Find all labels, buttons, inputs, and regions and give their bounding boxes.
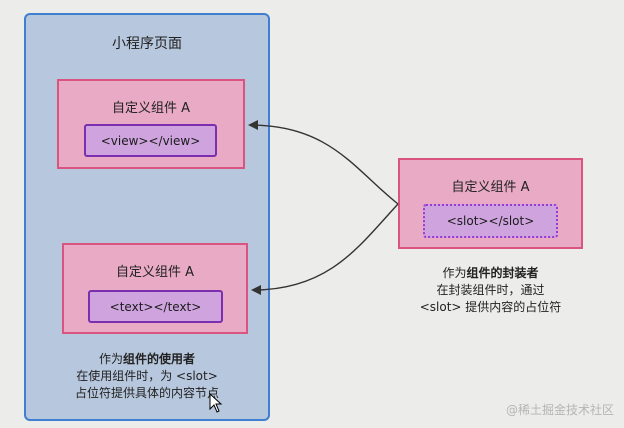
text-node-label: <text></text> <box>109 299 202 314</box>
caption-wrapper-line1: 作为组件的封装者 <box>442 266 539 280</box>
text-node-box: <text></text> <box>88 290 223 323</box>
view-node-label: <view></view> <box>100 133 201 148</box>
custom-component-bottom: 自定义组件 A <text></text> <box>62 243 248 334</box>
mouse-cursor-icon <box>209 393 223 413</box>
caption-wrapper-line2: 在封装组件时，通过 <box>436 283 545 297</box>
slot-node-box: <slot></slot> <box>423 204 558 238</box>
watermark: @稀土掘金技术社区 <box>505 403 614 417</box>
caption-user-line3: 占位符提供具体的内容节点 <box>74 386 219 400</box>
view-node-box: <view></view> <box>84 124 217 157</box>
arrow-to-bottom-component <box>251 203 399 295</box>
custom-component-slot: 自定义组件 A <slot></slot> <box>398 158 583 249</box>
arrow-to-top-component <box>248 120 399 205</box>
slot-node-label: <slot></slot> <box>446 214 535 228</box>
component-top-title: 自定义组件 A <box>111 101 191 116</box>
caption-component-user: 作为组件的使用者 在使用组件时，为 <slot> 占位符提供具体的内容节点 <box>44 351 250 402</box>
component-bottom-title: 自定义组件 A <box>115 265 195 280</box>
page-title: 小程序页面 <box>112 36 182 52</box>
caption-user-line1: 作为组件的使用者 <box>98 352 196 366</box>
caption-wrapper-line3: <slot> 提供内容的占位符 <box>419 300 562 314</box>
custom-component-top: 自定义组件 A <view></view> <box>57 79 245 169</box>
caption-component-wrapper: 作为组件的封装者 在封装组件时，通过 <slot> 提供内容的占位符 <box>398 265 583 316</box>
caption-user-line2: 在使用组件时，为 <slot> <box>76 369 218 383</box>
component-slot-title: 自定义组件 A <box>451 180 530 195</box>
